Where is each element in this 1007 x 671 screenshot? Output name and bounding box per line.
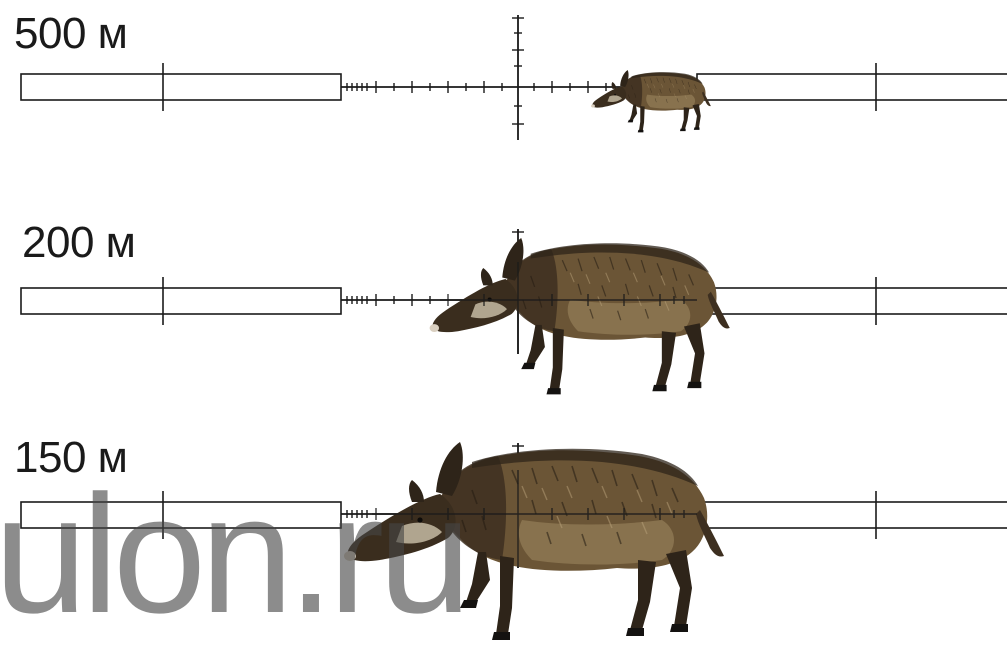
reticle [20, 229, 1007, 354]
reticle [20, 443, 1007, 568]
right-thick-post [696, 501, 1007, 529]
horizontal-ticks [346, 294, 431, 306]
reticle [20, 15, 1007, 140]
vertical-ticks [512, 17, 524, 125]
reticle-panel-500 [20, 15, 1007, 140]
distance-label-150: 150 м [14, 433, 128, 482]
boar-200 [428, 237, 731, 396]
reticle-panel-150 [20, 441, 1007, 641]
left-thick-post [20, 287, 342, 315]
left-thick-post [20, 501, 342, 529]
distance-label-500: 500 м [14, 9, 128, 58]
boar-500 [590, 69, 712, 133]
right-thick-post [696, 73, 1007, 101]
reticle-overlay [372, 470, 697, 568]
horizontal-ticks [346, 510, 368, 518]
left-thick-post [20, 73, 342, 101]
reticle-panel-200 [20, 229, 1007, 396]
distance-label-200: 200 м [22, 218, 136, 267]
reticle-overlay [440, 262, 697, 354]
right-thick-post [696, 287, 1007, 315]
watermark-text: ulon.ru [0, 460, 472, 648]
